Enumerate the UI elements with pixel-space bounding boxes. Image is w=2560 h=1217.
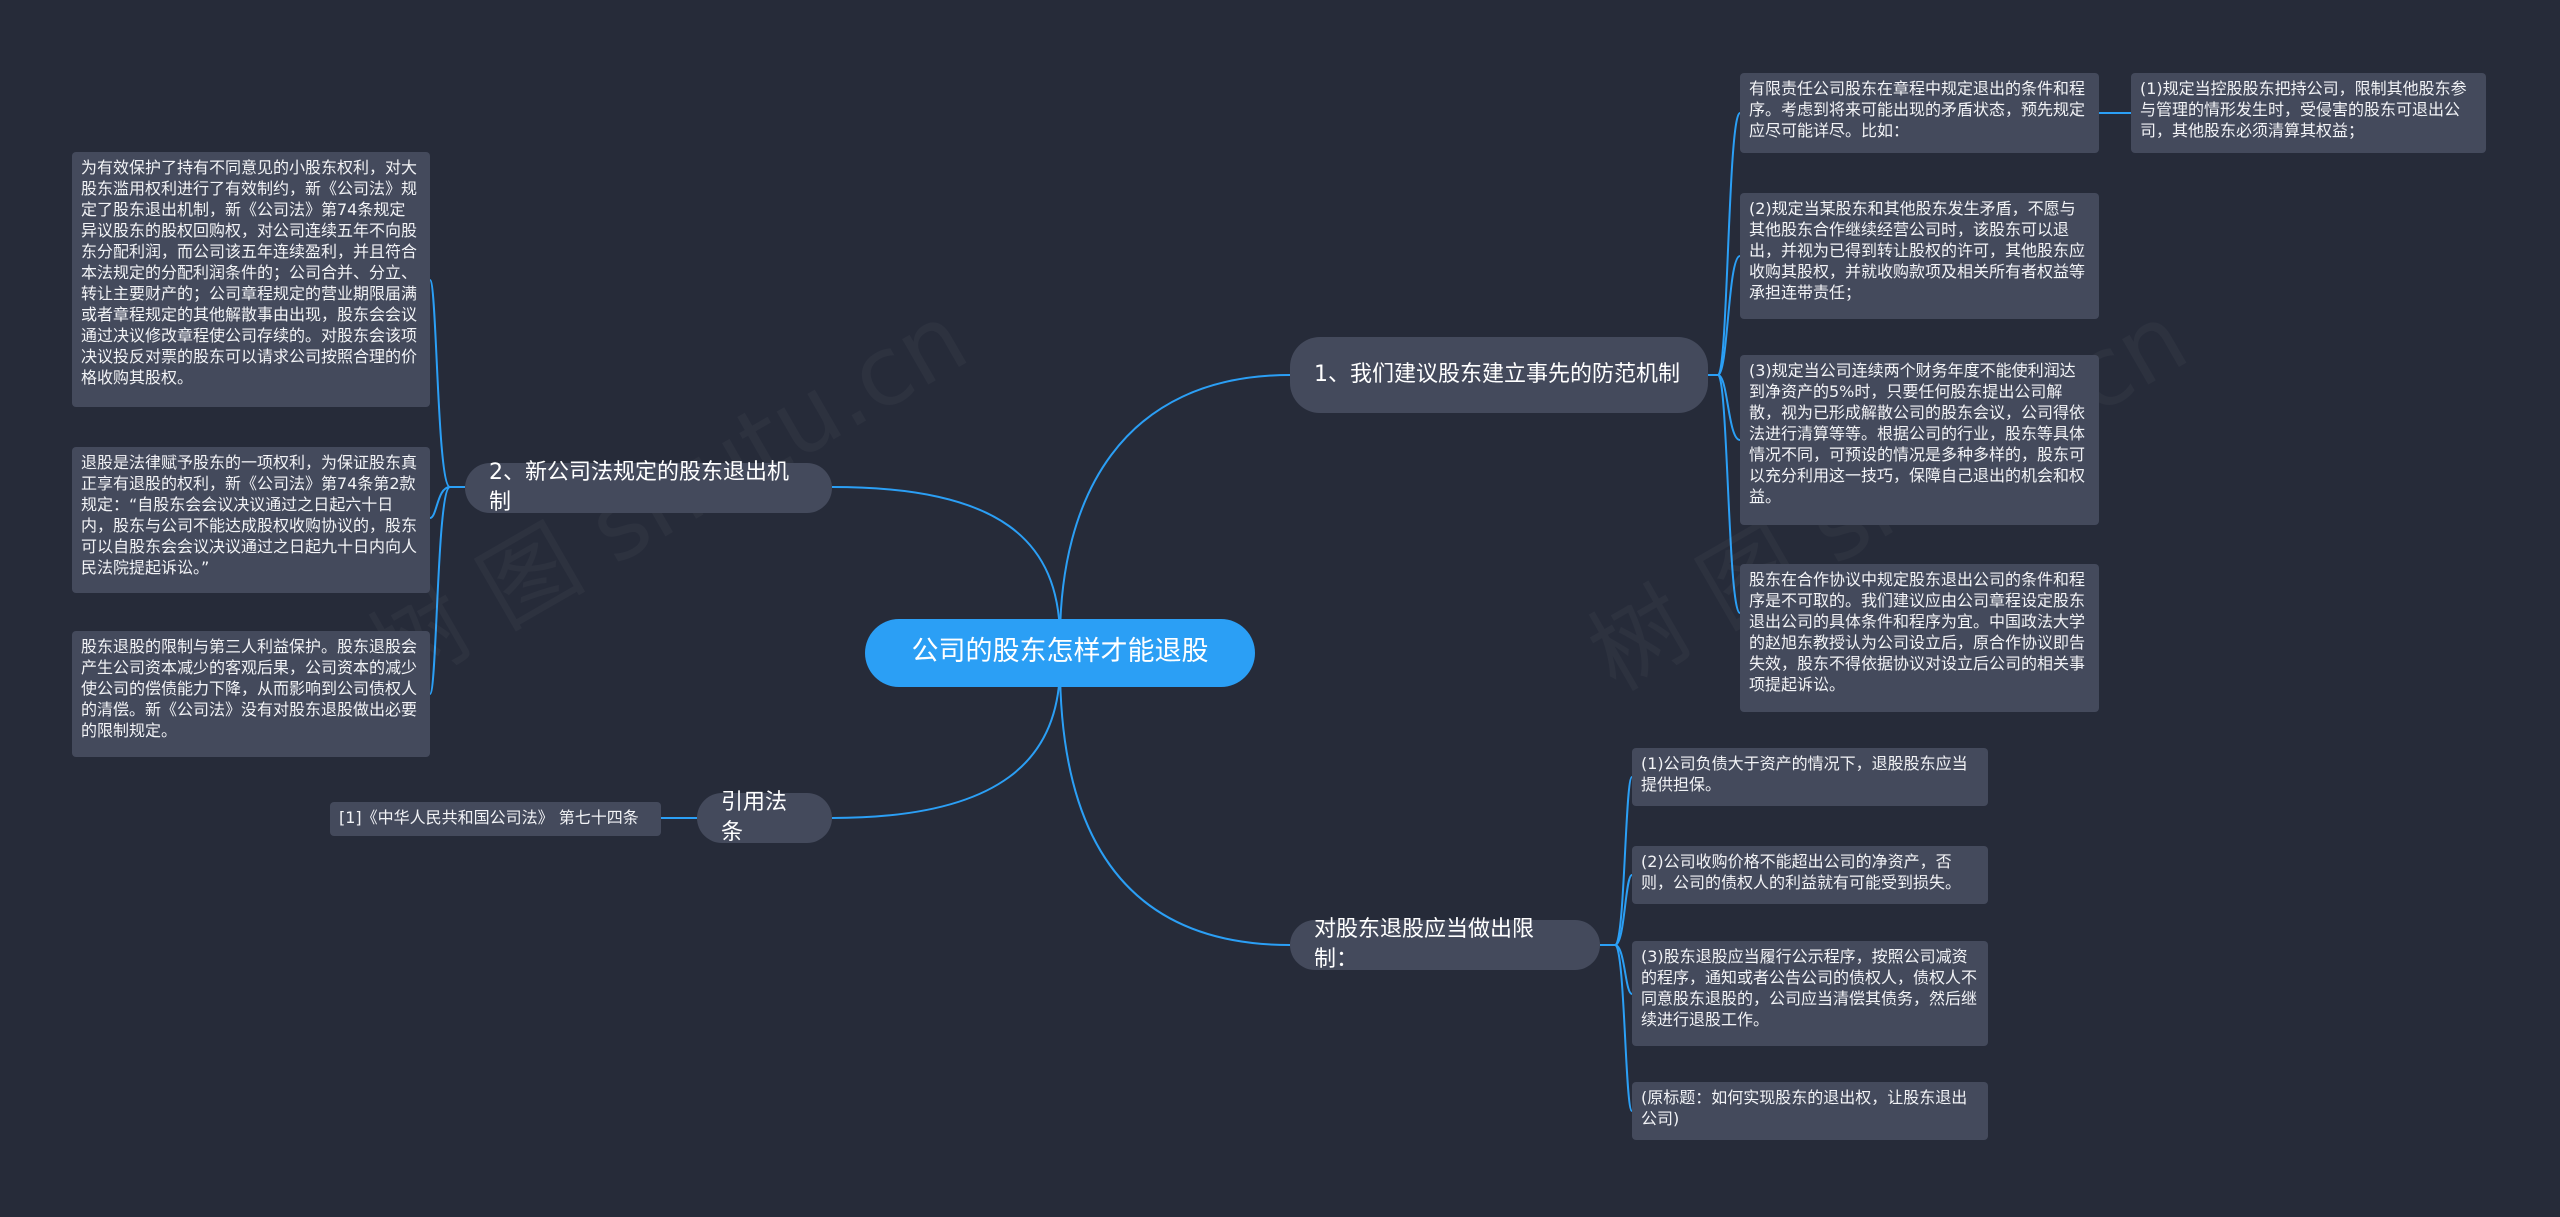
connector-limits-leaf-3 xyxy=(1600,944,1633,995)
prevent-sub-leaf-1[interactable]: (1)规定当控股股东把持公司，限制其他股东参与管理的情形发生时，受侵害的股东可退… xyxy=(2131,73,2486,153)
connector-root-limits xyxy=(1059,664,1291,946)
branch-new-company-law[interactable]: 2、新公司法规定的股东退出机制 xyxy=(465,460,832,515)
connector-limits-leaf-1 xyxy=(1600,776,1633,946)
connector-limits-leaf-4 xyxy=(1600,944,1633,1112)
cite-leaf-1[interactable]: [1]《中华人民共和国公司法》 第七十四条 xyxy=(330,802,661,836)
branch-cited-law[interactable]: 引用法条 xyxy=(697,790,832,845)
connector-prevent-leaf-2 xyxy=(1708,255,1741,376)
limits-leaf-2[interactable]: (2)公司收购价格不能超出公司的净资产，否则，公司的债权人的利益就有可能受到损失… xyxy=(1632,846,1988,904)
newlaw-leaf-3[interactable]: 股东退股的限制与第三人利益保护。股东退股会产生公司资本减少的客观后果，公司资本的… xyxy=(72,631,430,757)
connector-limits-leaf-2 xyxy=(1600,874,1633,946)
newlaw-leaf-1[interactable]: 为有效保护了持有不同意见的小股东权利，对大股东滥用权利进行了有效制约，新《公司法… xyxy=(72,152,430,407)
limits-leaf-3[interactable]: (3)股东退股应当履行公示程序，按照公司减资的程序，通知或者公告公司的债权人，债… xyxy=(1632,941,1988,1046)
limits-leaf-1[interactable]: (1)公司负债大于资产的情况下，退股股东应当提供担保。 xyxy=(1632,748,1988,806)
branch-withdrawal-limits[interactable]: 对股东退股应当做出限制： xyxy=(1290,917,1600,972)
connector-prevent-leaf-1 xyxy=(1708,112,1741,376)
prevent-leaf-3[interactable]: (3)规定当公司连续两个财务年度不能使利润达到净资产的5%时，只要任何股东提出公… xyxy=(1740,355,2099,525)
connector-prevent-leaf-4 xyxy=(1708,374,1741,614)
connector-newlaw-leaf-1 xyxy=(429,279,465,488)
connector-root-prevent xyxy=(1059,374,1291,641)
prevent-leaf-1[interactable]: 有限责任公司股东在章程中规定退出的条件和程序。考虑到将来可能出现的矛盾状态，预先… xyxy=(1740,73,2099,153)
connector-root-cite xyxy=(831,664,1061,819)
connector-newlaw-leaf-3 xyxy=(429,486,465,695)
branch-prevention-mechanism[interactable]: 1、我们建议股东建立事先的防范机制 xyxy=(1290,337,1708,413)
prevent-leaf-2[interactable]: (2)规定当某股东和其他股东发生矛盾，不愿与其他股东合作继续经营公司时，该股东可… xyxy=(1740,193,2099,319)
limits-leaf-4[interactable]: (原标题：如何实现股东的退出权，让股东退出公司) xyxy=(1632,1082,1988,1140)
newlaw-leaf-2[interactable]: 退股是法律赋予股东的一项权利，为保证股东真正享有退股的权利，新《公司法》第74条… xyxy=(72,447,430,593)
root-node[interactable]: 公司的股东怎样才能退股 xyxy=(865,619,1255,687)
connector-root-newlaw xyxy=(831,486,1061,641)
prevent-leaf-4[interactable]: 股东在合作协议中规定股东退出公司的条件和程序是不可取的。我们建议应由公司章程设定… xyxy=(1740,564,2099,712)
